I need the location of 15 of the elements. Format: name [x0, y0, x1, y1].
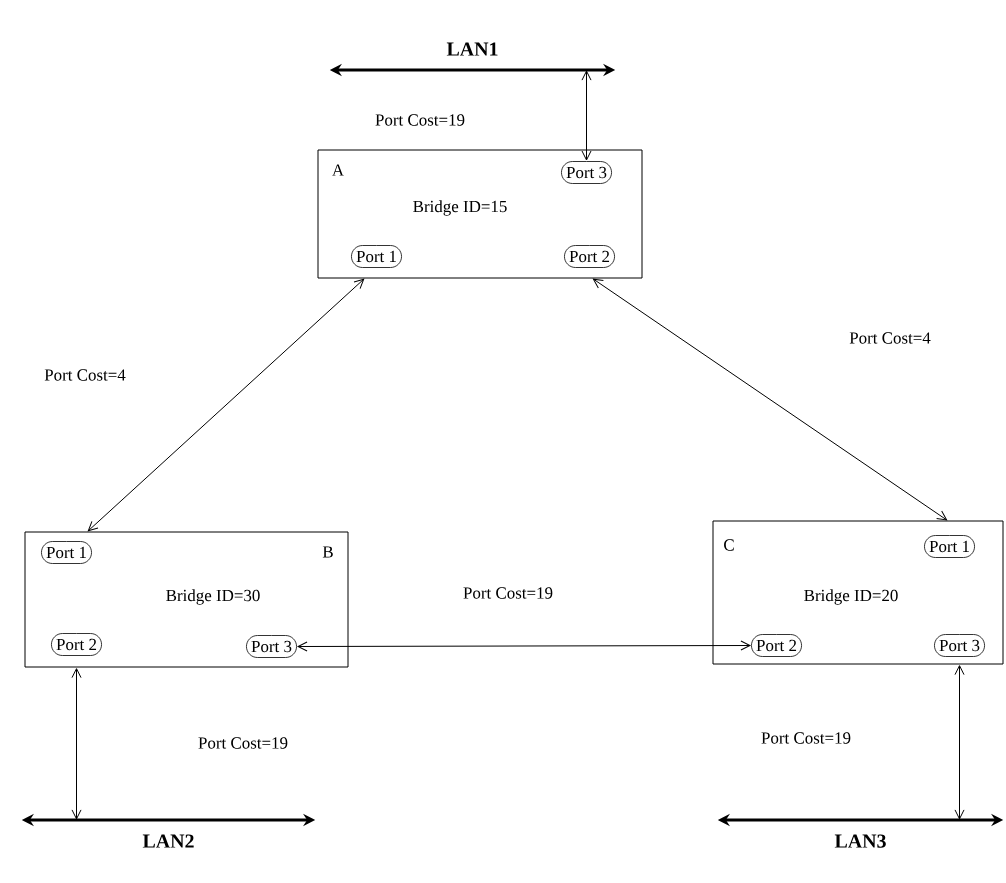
cost-label: Port Cost=4: [849, 332, 931, 344]
node-label: LAN1: [446, 42, 498, 56]
arrow: [581, 70, 592, 161]
arrow: [297, 640, 751, 652]
arrow: [592, 278, 948, 521]
cost-label: Port Cost=19: [761, 732, 851, 744]
arrow: [954, 665, 965, 820]
node-label: LAN2: [142, 834, 194, 848]
cost-label: Port Cost=4: [44, 369, 126, 381]
cost-label: Port Cost=19: [198, 737, 288, 749]
arrow: [87, 278, 365, 532]
edge-label: Port Cost=19: [462, 586, 554, 600]
node-label: LAN3: [834, 834, 886, 848]
arrow: [71, 668, 82, 820]
cost-label: Port Cost=19: [375, 114, 465, 126]
